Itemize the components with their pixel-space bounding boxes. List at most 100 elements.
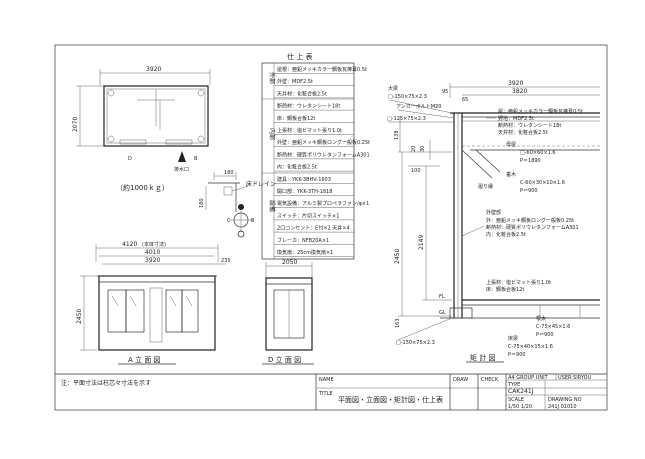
side-elevation: 2050 D 立 面 図 xyxy=(262,259,314,365)
section-mawaribuchi-label: 廻り縁 xyxy=(478,183,493,190)
spec-row: 天井材：化粧合板2.5t xyxy=(277,90,327,97)
spec-row: スイッチ：片切スイッチ×1 xyxy=(277,212,339,219)
section-dim-163: 163 xyxy=(395,318,401,328)
spec-row: 開口部：YKK-3TH-1818 xyxy=(277,188,332,195)
spec-row: 天井材：化粧合板2.5t xyxy=(498,129,548,136)
purlin-size: □-60×60×1.6 xyxy=(520,150,556,156)
section-gl-label: GL xyxy=(439,310,446,316)
front-height-dim: 2450 xyxy=(76,309,83,324)
floor-beam-pitch: P＝900 xyxy=(508,352,526,358)
section-anchor-label: アンカーボルトM20 xyxy=(396,103,441,110)
name-label: NAME xyxy=(319,377,334,383)
wall-spec-title: 外壁部 xyxy=(486,209,501,216)
section-view-label: 矩 計 図 xyxy=(470,353,495,362)
type-label: TYPE xyxy=(507,382,520,388)
spec-row: 断熱材：硬質ポリウレタンフォームA301 xyxy=(277,151,370,158)
section-dim-30: 30 xyxy=(420,146,426,152)
side-elevation-label: D 立 面 図 xyxy=(268,355,301,364)
drawing-no-label: DRAWING NO xyxy=(548,397,582,403)
spec-row: 断熱材：ウレタンシート18t xyxy=(277,103,340,110)
plan-width-dim: 3920 xyxy=(146,66,161,73)
spec-group-equipment: 設備 xyxy=(268,200,276,212)
spec-row: ブレーカ：NFB20A×1 xyxy=(277,237,329,244)
front-elevation-label: A 立 面 図 xyxy=(128,355,160,364)
spec-row: 上張材：塩ビマット張り1.0t xyxy=(486,279,551,286)
floor-drain-label: 床ドレイン xyxy=(246,180,276,188)
section-dim-20: 20 xyxy=(411,146,417,152)
svg-text:B: B xyxy=(251,218,255,224)
svg-text:D: D xyxy=(128,156,132,162)
wall-spec: 外：亜鉛メッキ鋼板ロング一般板0.25t断熱材：硬質ポリウレタンフォームA301… xyxy=(486,217,579,238)
rafter-pitch: P＝900 xyxy=(520,188,538,194)
section-detail: 3920 3820 95 65 大梁 □-150×75×2.3 アンカーボルトM… xyxy=(387,80,600,363)
rafter-size: C-60×30×10×1.6 xyxy=(520,180,565,186)
section-height-2450: 2450 xyxy=(394,249,401,264)
svg-text:B: B xyxy=(194,156,198,162)
roof-spec: 屋：亜鉛メッキカラー鋼板瓦棒葺0.5t野地：MDF2.5t断熱材：ウレタンシート… xyxy=(498,108,583,136)
section-fl-label: FL xyxy=(439,294,445,300)
floor-drain-detail: 180 180 床ドレイン xyxy=(199,170,276,212)
spec-group-interior: 内部 xyxy=(268,128,276,140)
section-top-width: 3920 xyxy=(508,80,523,87)
scale-value: 1/50 1/20 xyxy=(508,404,532,410)
spec-row: 電気設備：アルミ製プロペラファン/φ×1 xyxy=(277,200,369,207)
title-value: 平面図・立面図・矩計図・仕上表 xyxy=(338,395,443,404)
spec-row: 屋：亜鉛メッキカラー鋼板瓦棒葺0.5t xyxy=(498,108,583,115)
type-value: CAK241J xyxy=(508,388,534,395)
floor-beam-label: 床梁 xyxy=(508,335,518,342)
spec-row: 外：亜鉛メッキ鋼板ロング一般板0.25t xyxy=(486,217,574,224)
drain-dim-a: 180 xyxy=(224,170,234,176)
check-label: CHECK xyxy=(481,377,499,383)
finish-spec-table: 仕 上 表 外部 内部 設備 屋根：亜鉛メッキカラー鋼板瓦棒葺0.5t外壁：MD… xyxy=(261,52,370,260)
title-label: TITLE xyxy=(318,391,333,397)
spec-row: 上張材：塩ビマット張り1.0t xyxy=(277,127,342,134)
section-chord-label: 大梁 xyxy=(388,85,398,92)
section-height-2149: 2149 xyxy=(418,235,425,250)
purlin-label: 母屋 xyxy=(506,142,516,148)
section-chord-size: □-150×75×2.3 xyxy=(388,94,427,100)
spec-row: 野地：MDF2.5t xyxy=(498,115,534,122)
spec-row: 屋根：亜鉛メッキカラー鋼板瓦棒葺0.5t xyxy=(277,66,367,73)
section-inner-width: 3820 xyxy=(512,88,527,95)
drain-outlet-label: 排水口 xyxy=(174,166,189,173)
spec-row: 断熱材：ウレタンシート18t xyxy=(498,122,561,129)
front-elevation: 4120 (本体寸法) 4010 3920 235 2450 A 立 面 図 xyxy=(76,241,231,365)
front-dim-inner: 3920 xyxy=(145,257,160,264)
section-dim-138: 138 xyxy=(394,130,400,140)
spec-row: 外壁：MDF2.5t xyxy=(277,78,313,85)
weight-label: （約1000ｋｇ） xyxy=(116,183,169,192)
spec-row: 床：鋼板合板12t xyxy=(277,115,315,122)
side-width-dim: 2050 xyxy=(282,259,297,266)
joist-pitch: P＝900 xyxy=(536,332,554,338)
front-dim-mid: 4010 xyxy=(145,249,160,256)
spec-row: 2口コンセント：E付×2 天井×4 xyxy=(277,225,350,232)
spec-row: 内：化粧合板2.5t xyxy=(277,164,317,171)
plan-depth-dim: 2070 xyxy=(72,117,79,132)
scale-label: SCALE xyxy=(508,397,524,403)
spec-row: 外壁：亜鉛メッキ鋼板ロング一般板0.25t xyxy=(277,139,370,146)
rafter-label: 垂木 xyxy=(506,171,516,178)
sill-size: □-150×75×2.3 xyxy=(396,340,435,346)
spec-row: 建具：YKK-3BHV-1603 xyxy=(277,176,331,183)
drain-dim-b: 180 xyxy=(199,198,205,208)
section-beam-size: □-125×75×2.3 xyxy=(387,116,426,122)
spec-row: 床：鋼板合板12t xyxy=(486,286,524,293)
spec-row: 内：化粧合板2.5t xyxy=(486,231,526,238)
spec-group-exterior: 外部 xyxy=(268,72,276,84)
sheet-border xyxy=(54,44,608,411)
floor-beam-size: C-75×40×15×1.6 xyxy=(508,344,553,350)
joist-label: 根太 xyxy=(536,315,546,322)
joist-size: C-75×45×1.6 xyxy=(536,324,570,330)
drawing-no-value: 241J 01010 xyxy=(548,404,577,410)
section-dim-65: 65 xyxy=(462,97,468,103)
front-dim-total-note: (本体寸法) xyxy=(142,241,166,248)
purlin-pitch: P＝1890 xyxy=(520,158,541,164)
section-dim-100: 100 xyxy=(411,168,421,174)
user-label: USER SIRYOU xyxy=(558,375,592,381)
front-dim-eave: 235 xyxy=(221,258,231,264)
sheet-note: 注：平面寸法は柱芯々寸法を示す xyxy=(61,379,151,387)
draw-label: DRAW xyxy=(453,377,468,383)
svg-text:C: C xyxy=(227,218,231,224)
plan-view: 3920 2070 D B 排水口 （約1000ｋｇ） xyxy=(72,66,211,192)
